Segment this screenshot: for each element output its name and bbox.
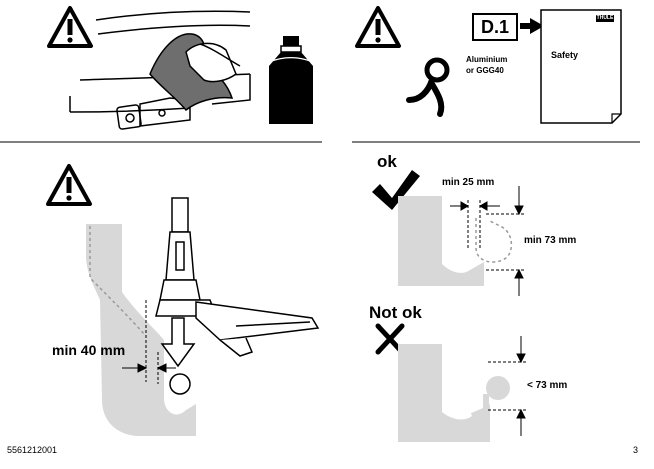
brand-logo: THULE [596, 15, 614, 22]
min-vertical-clearance-label: min 73 mm [524, 235, 577, 246]
min-25-dimension [450, 200, 500, 250]
bumper-silhouette [86, 224, 196, 436]
booklet-title: Safety [551, 50, 579, 60]
material-label-line1: Aluminium [466, 55, 508, 64]
tow-ball [169, 373, 191, 395]
tow-ball-icon [406, 57, 450, 117]
tow-ball-neck-not-ok [470, 394, 489, 419]
bumper-edge-line [89, 226, 145, 335]
bottle-icon [268, 36, 314, 124]
tow-ball-not-ok [486, 376, 510, 400]
warning-icon [355, 6, 401, 48]
min-clearance-label: min 40 mm [52, 342, 126, 358]
arrow-right-icon [520, 18, 544, 34]
page-number: 3 [633, 445, 639, 455]
document-number: 5561212001 [7, 445, 58, 455]
arrow-down-icon [160, 317, 196, 368]
tow-ball-outline-ok [475, 218, 513, 263]
min-horizontal-clearance-label: min 25 mm [442, 177, 495, 188]
warning-icon [47, 6, 93, 48]
material-label: Aluminium or GGG40 [466, 54, 507, 76]
not-ok-label: Not ok [369, 303, 422, 322]
min-40-dimension [122, 300, 176, 384]
safety-booklet [540, 9, 622, 124]
bumper-silhouette-ok [398, 196, 484, 286]
bike-carrier-clamp [155, 197, 320, 357]
section-code-box [472, 13, 518, 41]
lt-73-dimension [488, 336, 526, 436]
cleaning-cloth-hand [149, 33, 241, 112]
checkmark-icon [372, 170, 420, 210]
section-code: D.1 [480, 17, 509, 37]
min-73-dimension [486, 186, 524, 296]
insufficient-vertical-clearance-label: < 73 mm [527, 380, 568, 391]
ok-label: ok [377, 152, 397, 171]
bumper-silhouette-not-ok [398, 344, 490, 442]
warning-icon [46, 164, 92, 206]
material-label-line2: or GGG40 [466, 66, 504, 75]
